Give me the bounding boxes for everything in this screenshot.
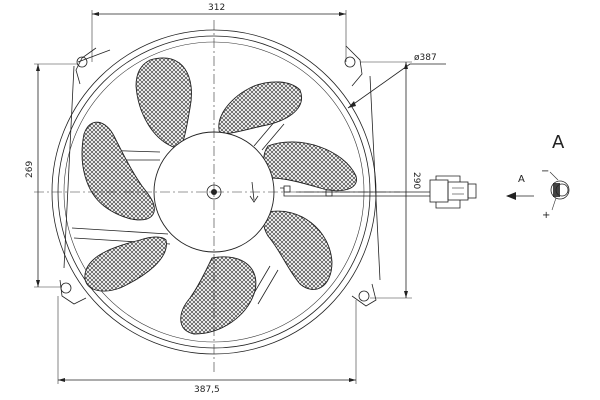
fan-blade bbox=[84, 236, 167, 292]
top-dimension: 312 bbox=[91, 3, 347, 62]
view-direction: A bbox=[506, 174, 534, 200]
minus-label: − bbox=[541, 166, 549, 177]
top-width-label: 312 bbox=[208, 3, 225, 13]
diameter-leader: ø387 bbox=[347, 53, 446, 109]
connector-view: A − + bbox=[541, 132, 570, 221]
right-dimension: 290 bbox=[360, 61, 421, 299]
fan-blade bbox=[263, 141, 357, 192]
fan-blades bbox=[81, 57, 357, 335]
left-height-label: 269 bbox=[25, 161, 35, 178]
connector-plug bbox=[429, 175, 477, 209]
view-label: A bbox=[552, 132, 565, 153]
right-height-label: 290 bbox=[411, 172, 421, 189]
view-arrow-icon bbox=[506, 192, 516, 200]
plus-label: + bbox=[542, 210, 550, 221]
fan-blade bbox=[135, 57, 192, 149]
left-dimension: 269 bbox=[25, 63, 78, 288]
fan-blade bbox=[263, 210, 333, 290]
fan-blade bbox=[180, 256, 257, 335]
bottom-width-label: 387,5 bbox=[194, 385, 220, 395]
bottom-dimension: 387,5 bbox=[57, 296, 357, 395]
rotation-arrow-icon bbox=[249, 181, 259, 203]
fan-blade bbox=[81, 121, 155, 221]
fan-blade bbox=[218, 81, 302, 135]
diameter-label: ø387 bbox=[414, 53, 437, 63]
motor-wires bbox=[280, 185, 430, 197]
arrow-label: A bbox=[518, 174, 525, 185]
fan-shroud bbox=[59, 45, 381, 307]
center-lines bbox=[34, 20, 400, 372]
